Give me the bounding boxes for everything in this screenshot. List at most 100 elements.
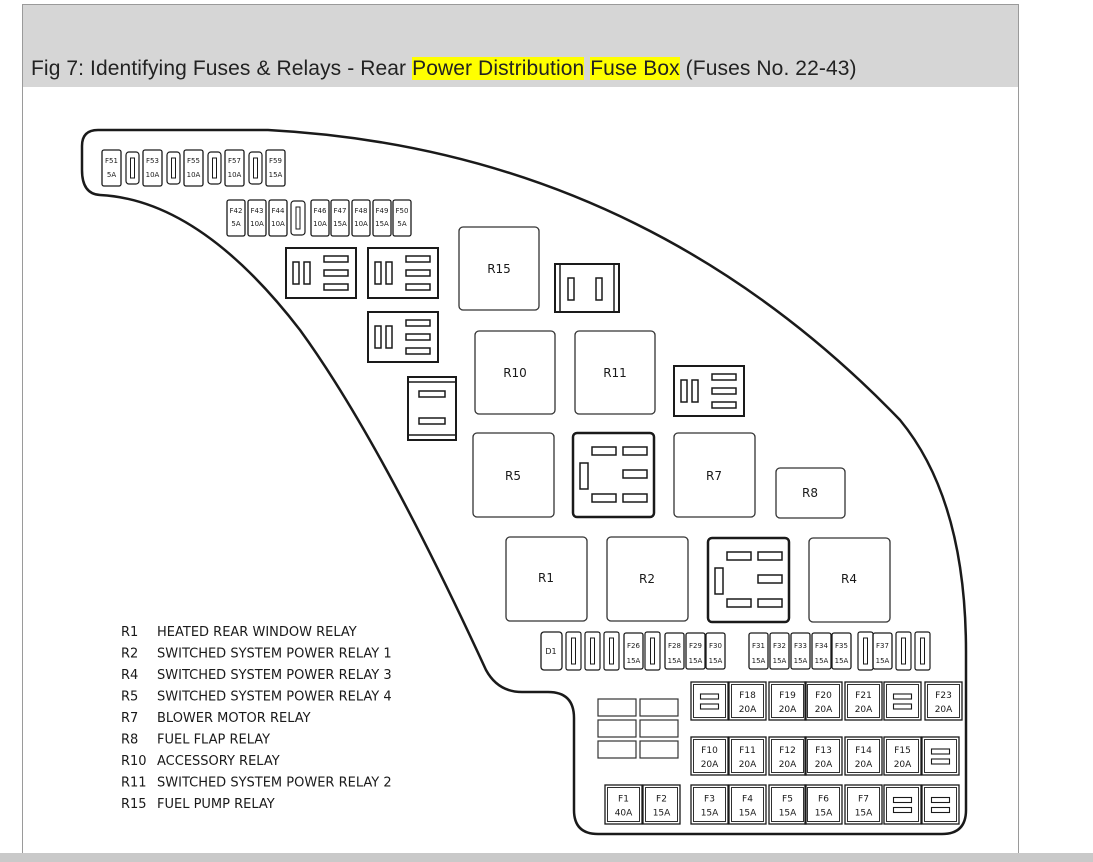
caption-highlight-power-distribution: Power Distribution bbox=[412, 57, 585, 80]
fuse-id-label: F21 bbox=[855, 691, 872, 701]
legend-code: R1 bbox=[121, 625, 138, 640]
blade-spacer bbox=[125, 151, 140, 185]
legend-description: SWITCHED SYSTEM POWER RELAY 1 bbox=[157, 647, 392, 662]
blank-slot-grid bbox=[597, 698, 679, 759]
fuse-f29: F29 15A bbox=[685, 632, 706, 670]
fuse-id-label: F37 bbox=[876, 642, 889, 650]
connector-block-7 bbox=[571, 431, 656, 519]
fuse-amp-label: 15A bbox=[689, 657, 703, 665]
blank-fuse-slot bbox=[921, 784, 960, 825]
relay-r11-label: R11 bbox=[603, 366, 627, 380]
fuse-id-label: F10 bbox=[701, 746, 718, 756]
fuse-amp-label: 10A bbox=[271, 220, 285, 228]
legend-description: FUEL FLAP RELAY bbox=[157, 733, 270, 748]
fuse-amp-label: 15A bbox=[668, 657, 682, 665]
diode-d1-label: D1 bbox=[545, 647, 556, 656]
blade-spacer bbox=[644, 631, 661, 671]
fuse-f48: F48 10A bbox=[351, 199, 371, 237]
fuse-id-label: F46 bbox=[314, 207, 327, 215]
legend-entry-r8: R8 FUEL FLAP RELAY bbox=[121, 733, 270, 748]
fuse-id-label: F1 bbox=[618, 795, 629, 805]
relay-r4-label: R4 bbox=[841, 572, 857, 586]
fuse-amp-label: 10A bbox=[313, 220, 327, 228]
fuse-amp-label: 20A bbox=[935, 705, 953, 715]
fuse-box-outline bbox=[80, 128, 968, 836]
blade-spacer bbox=[248, 151, 263, 185]
fuse-amp-label: 15A bbox=[701, 809, 719, 819]
blade-spacer bbox=[207, 151, 222, 185]
main-fuse-grid: F1820AF1920AF2020AF2120AF2320AF1020AF112… bbox=[604, 681, 963, 825]
fuse-id-label: F59 bbox=[269, 157, 282, 165]
fuse-amp-label: 10A bbox=[187, 171, 201, 179]
blank-fuse-slot bbox=[883, 784, 922, 825]
fuse-id-label: F29 bbox=[689, 642, 702, 650]
fuse-amp-label: 20A bbox=[779, 760, 797, 770]
blade-spacer bbox=[857, 631, 874, 671]
relay-r8: R8 bbox=[775, 467, 846, 519]
blade-spacer bbox=[895, 631, 912, 671]
blank-fuse-slot bbox=[921, 736, 960, 776]
connector-block-5 bbox=[407, 376, 457, 441]
relay-r15: R15 bbox=[458, 226, 540, 311]
fuse-id-label: F42 bbox=[230, 207, 243, 215]
legend-code: R8 bbox=[121, 733, 138, 748]
legend-code: R10 bbox=[121, 754, 147, 769]
fuse-amp-label: 15A bbox=[794, 657, 808, 665]
fuse-id-label: F26 bbox=[627, 642, 640, 650]
fuse-amp-label: 10A bbox=[146, 171, 160, 179]
relay-r5: R5 bbox=[472, 432, 555, 518]
legend-code: R5 bbox=[121, 690, 138, 705]
fuse-id-label: F47 bbox=[334, 207, 347, 215]
blank-fuse-slot bbox=[690, 681, 729, 721]
fuse-amp-label: 20A bbox=[739, 760, 757, 770]
bottom-scroll-bar bbox=[0, 853, 1093, 862]
fuse-amp-label: 20A bbox=[701, 760, 719, 770]
blade-spacer bbox=[290, 200, 306, 236]
legend-code: R15 bbox=[121, 797, 147, 812]
caption-prefix: Fig 7: Identifying Fuses & Relays - Rear bbox=[31, 57, 413, 80]
fuse-amp-label: 5A bbox=[231, 220, 240, 228]
relay-r7: R7 bbox=[673, 432, 756, 518]
fuse-amp-label: 15A bbox=[627, 657, 641, 665]
connector-block-4 bbox=[673, 365, 745, 417]
fuse-f42: F42 5A bbox=[226, 199, 246, 237]
fuse-id-label: F35 bbox=[835, 642, 848, 650]
fuse-amp-label: 15A bbox=[333, 220, 347, 228]
relay-r2-label: R2 bbox=[639, 572, 655, 586]
fuse-id-label: F48 bbox=[355, 207, 368, 215]
fuse-amp-label: 10A bbox=[228, 171, 242, 179]
legend-description: SWITCHED SYSTEM POWER RELAY 3 bbox=[157, 668, 392, 683]
fuse-amp-label: 20A bbox=[739, 705, 757, 715]
figure-frame: Fig 7: Identifying Fuses & Relays - Rear… bbox=[22, 4, 1019, 862]
fuse-amp-label: 10A bbox=[354, 220, 368, 228]
fuse-id-label: F15 bbox=[894, 746, 911, 756]
connector-block-6 bbox=[554, 263, 620, 313]
fuse-id-label: F12 bbox=[779, 746, 796, 756]
caption-bar: Fig 7: Identifying Fuses & Relays - Rear… bbox=[23, 5, 1018, 87]
mini-fuse-row: D1F2615AF2815AF2915AF3015AF3115AF3215AF3… bbox=[540, 631, 931, 671]
blade-spacer bbox=[603, 631, 620, 671]
